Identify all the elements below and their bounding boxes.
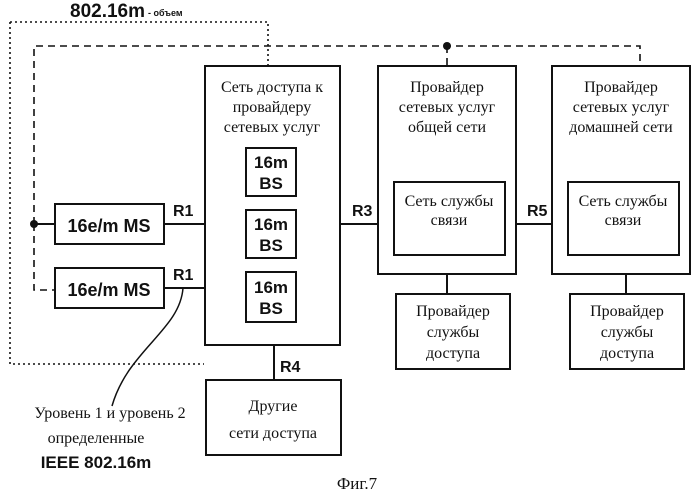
bs2-line2: BS [259,236,283,255]
other-access-line2: сети доступа [229,425,317,442]
r4-label: R4 [280,359,301,376]
junction-dot-top [443,42,451,50]
visited-asp-line2: службы [427,324,480,341]
ieee-label: IEEE 802.16m [41,453,152,472]
visited-asp-line3: доступа [426,345,480,362]
bs3-line1: 16m [254,278,288,297]
home-asp-line3: доступа [600,345,654,362]
other-access-line1: Другие [249,398,298,415]
home-csn-line1: Сеть службы [579,193,668,210]
visited-nsp-title-line1: Провайдер [410,79,484,96]
nap-title-line1: Сеть доступа к [221,79,323,96]
scope-note-label: - объем [148,8,183,18]
bs3-line2: BS [259,299,283,318]
scope-standard-label: 802.16m [70,1,145,22]
visited-csn-line2: связи [431,212,468,229]
home-nsp-title-line3: домашней сети [569,119,673,136]
home-csn-line2: связи [605,212,642,229]
visited-asp-line1: Провайдер [416,303,490,320]
home-nsp-title-line2: сетевых услуг [573,99,670,116]
r5-label: R5 [527,203,548,220]
figure-caption: Фиг.7 [337,474,378,493]
other-access-box [206,380,341,455]
bs2-line1: 16m [254,215,288,234]
bs1-line1: 16m [254,153,288,172]
nap-title-line2: провайдеру [233,99,312,116]
home-nsp-title-line1: Провайдер [584,79,658,96]
visited-nsp-title-line2: сетевых услуг [399,99,496,116]
ms-top-label: 16e/m MS [67,216,150,236]
visited-csn-line1: Сеть службы [405,193,494,210]
r1-top-label: R1 [173,203,194,220]
r3-label: R3 [352,203,373,220]
layers-note-line1: Уровень 1 и уровень 2 [34,405,185,422]
bs1-line2: BS [259,174,283,193]
r1-bottom-label: R1 [173,267,194,284]
home-asp-line2: службы [601,324,654,341]
layers-note-line2: определенные [48,430,145,447]
nap-title-line3: сетевых услуг [224,119,321,136]
ms-bottom-label: 16e/m MS [67,280,150,300]
visited-nsp-title-line3: общей сети [408,119,487,136]
home-asp-line1: Провайдер [590,303,664,320]
